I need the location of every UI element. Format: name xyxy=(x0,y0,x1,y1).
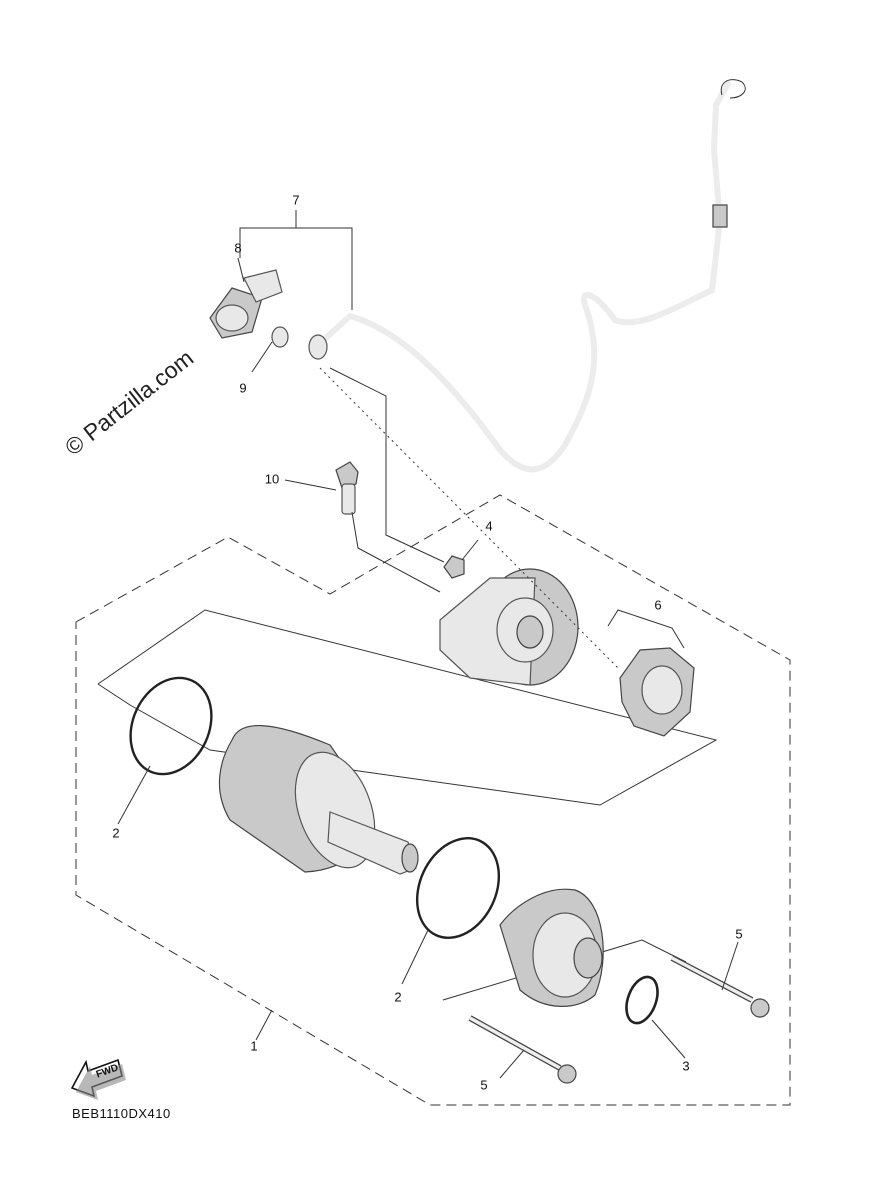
washer-part-3 xyxy=(625,975,659,1025)
callout-1: 1 xyxy=(250,1038,258,1054)
o-ring-lower xyxy=(415,837,501,939)
leader-lines xyxy=(117,210,739,1079)
callout-5-lower: 5 xyxy=(480,1077,488,1093)
callout-2-upper: 2 xyxy=(112,825,120,841)
diagram-code: BEB1110DX410 xyxy=(72,1106,171,1121)
cable-terminal-ring xyxy=(720,79,746,99)
starter-assembly-outline xyxy=(75,494,791,1106)
brush-holder-part-6 xyxy=(619,647,695,737)
starter-cable-outline xyxy=(317,83,729,470)
nut-part-8 xyxy=(209,269,283,339)
armature-group-line xyxy=(97,609,718,806)
callout-9: 9 xyxy=(239,380,247,396)
o-ring-upper xyxy=(129,676,213,776)
washer-part-9 xyxy=(271,326,289,348)
callout-3: 3 xyxy=(682,1058,690,1074)
callout-8: 8 xyxy=(234,240,242,256)
front-cover xyxy=(439,568,579,686)
callout-5-upper: 5 xyxy=(735,926,743,942)
starter-yoke xyxy=(218,724,419,875)
fwd-arrow-icon xyxy=(70,1058,126,1100)
starter-cable-core xyxy=(315,81,731,473)
through-bolt-upper xyxy=(670,955,770,1018)
nut-part-4 xyxy=(443,555,465,579)
cable-end-terminal xyxy=(308,334,328,360)
through-bolt-lower xyxy=(468,1015,577,1084)
callout-2-lower: 2 xyxy=(394,989,402,1005)
bolt-part-10 xyxy=(335,461,359,515)
rear-group-line xyxy=(442,939,687,1001)
cable-boot xyxy=(712,204,728,228)
callout-10: 10 xyxy=(264,471,280,487)
callout-6: 6 xyxy=(654,597,662,613)
rear-cover xyxy=(499,888,604,1007)
callout-7: 7 xyxy=(292,192,300,208)
callout-4: 4 xyxy=(485,518,493,534)
